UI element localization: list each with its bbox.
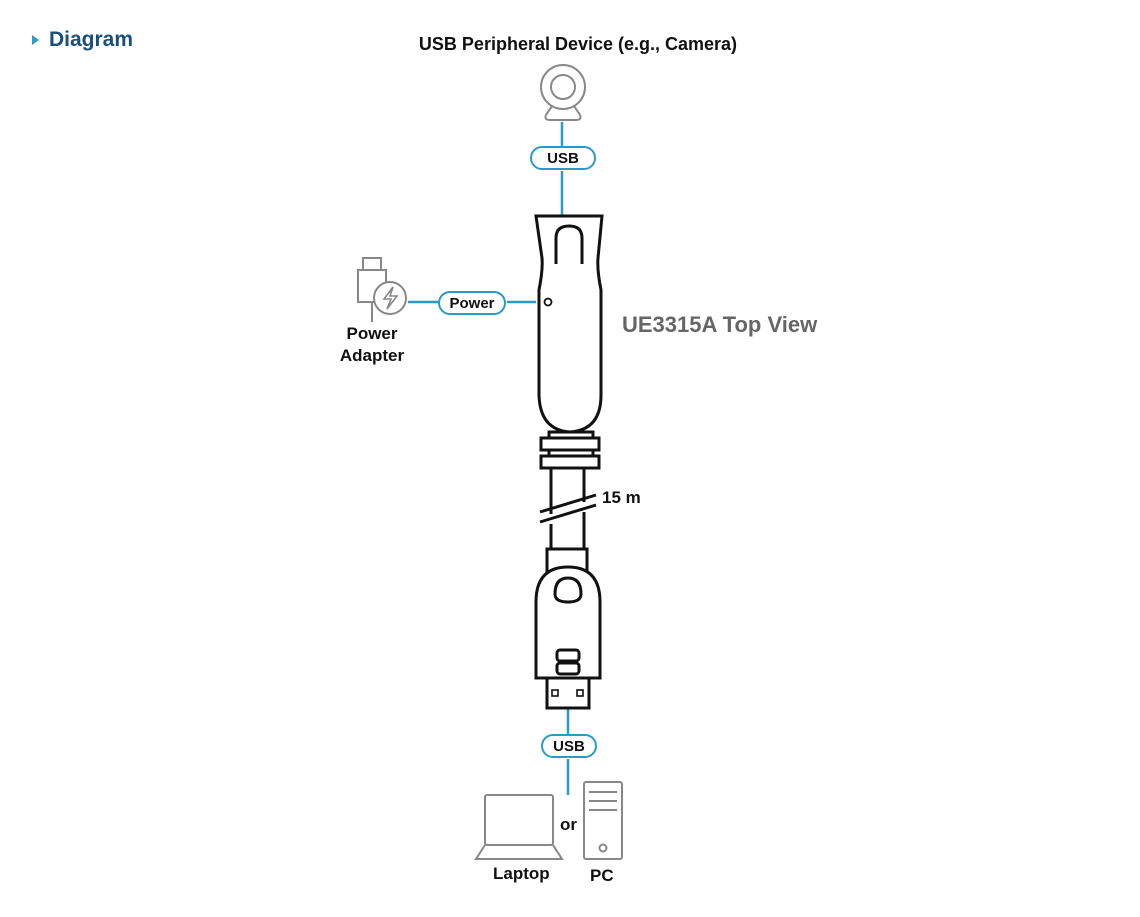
laptop-icon bbox=[474, 794, 564, 860]
power-label: Power bbox=[438, 291, 506, 315]
pc-tower-icon bbox=[583, 781, 623, 860]
or-label: or bbox=[560, 815, 577, 834]
camera-icon bbox=[540, 64, 586, 121]
power-adapter-label: Power Adapter bbox=[339, 324, 405, 365]
power-adapter-icon bbox=[357, 257, 407, 322]
cable bbox=[539, 468, 597, 550]
section-header: Diagram bbox=[32, 28, 133, 52]
usb-bottom-label: USB bbox=[541, 734, 597, 758]
usb-a-plug bbox=[534, 547, 602, 710]
connection-lines bbox=[408, 122, 570, 795]
device-title: USB Peripheral Device (e.g., Camera) bbox=[418, 34, 738, 54]
header-arrow-icon bbox=[32, 35, 39, 45]
section-title: Diagram bbox=[49, 28, 134, 51]
pc-label: PC bbox=[590, 866, 614, 885]
extender-body bbox=[534, 214, 604, 434]
cable-collar bbox=[539, 430, 601, 470]
product-view-label: UE3315A Top View bbox=[622, 312, 818, 337]
usb-top-label: USB bbox=[530, 146, 596, 170]
cable-length-label: 15 m bbox=[602, 488, 641, 507]
laptop-label: Laptop bbox=[493, 864, 550, 883]
